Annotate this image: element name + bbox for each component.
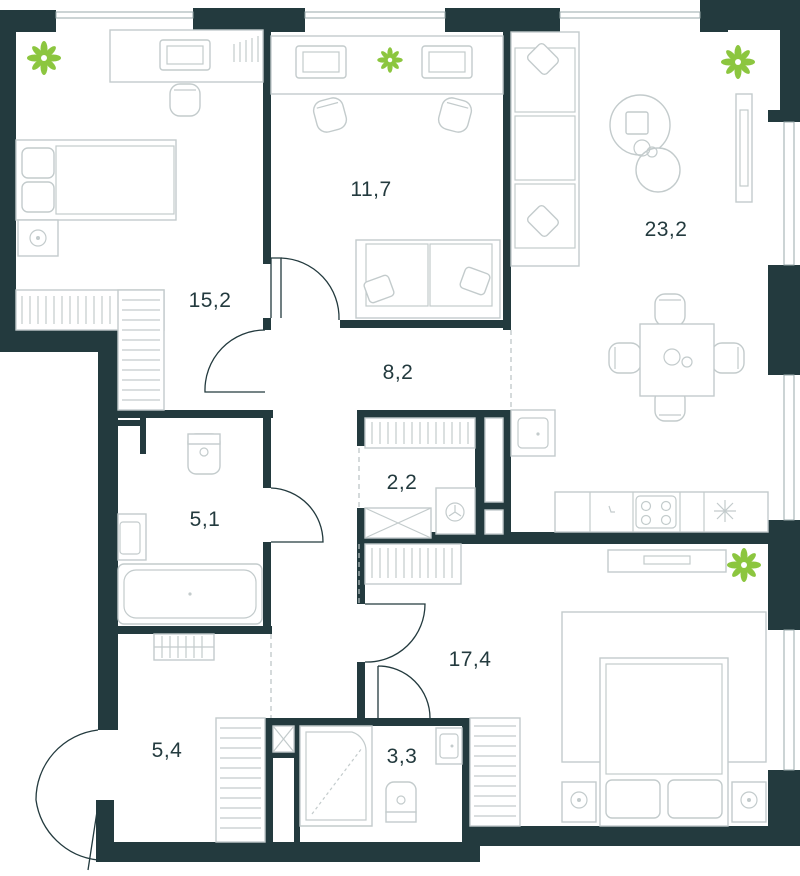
room-area-bathroom: 5,1: [189, 508, 221, 531]
plant-icon: [27, 41, 61, 75]
room-area-living-kitchen: 23,2: [644, 218, 688, 241]
bedroom-left-furniture: [15, 29, 264, 411]
bathroom-furniture: [117, 433, 263, 625]
plant-icon: [727, 548, 761, 582]
room-area-bedroom-left: 15,2: [188, 289, 232, 312]
doors: [35, 257, 431, 871]
living-kitchen-furniture: [510, 31, 769, 533]
shower-room-furniture: [272, 725, 463, 827]
inner-walls: [110, 32, 768, 848]
room-area-study: 11,7: [350, 178, 392, 201]
master-bedroom-furniture: [364, 543, 767, 827]
study-furniture: [270, 35, 504, 319]
zone-separators: [270, 330, 512, 718]
room-area-shower-room: 3,3: [386, 745, 418, 768]
room-area-wardrobe: 2,2: [386, 471, 418, 494]
room-area-hall: 8,2: [382, 361, 414, 384]
entrance-furniture: [153, 633, 266, 843]
room-area-master-bedroom: 17,4: [448, 648, 492, 671]
plant-icon: [721, 45, 755, 79]
room-area-entrance: 5,4: [151, 739, 183, 762]
wardrobe-furniture: [364, 417, 504, 539]
windows: [55, 11, 795, 771]
